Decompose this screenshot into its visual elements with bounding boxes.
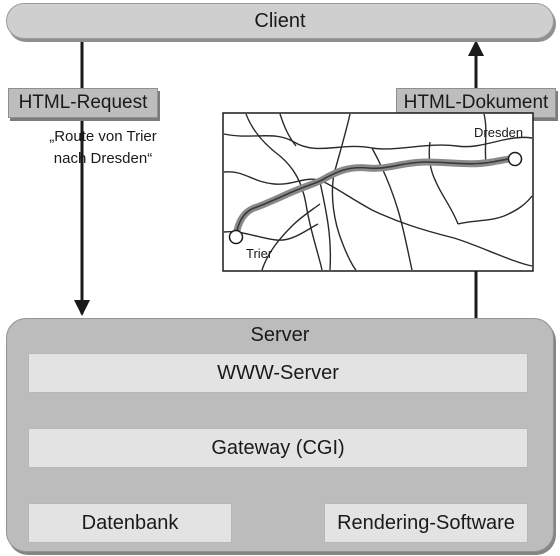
request-caption-line1: „Route von Trier [49,128,157,145]
client-label: Client [254,9,306,32]
trier-marker [228,229,244,245]
server-label: Server [250,324,310,346]
map-roads [223,113,533,271]
gateway-box: Gateway (CGI) [28,428,528,468]
response-arrowhead [468,40,484,56]
www-server-label: WWW-Server [217,361,339,384]
html-document-text: HTML-Dokument [403,92,549,113]
client-box: Client [6,3,554,39]
rendering-software-label: Rendering-Software [337,511,515,534]
database-label: Datenbank [81,511,179,534]
route-map: Trier Dresden [222,112,534,272]
request-caption: „Route von Trier nach Dresden“ [28,126,178,170]
request-caption-line2: nach Dresden“ [53,150,153,167]
www-server-box: WWW-Server [28,353,528,393]
database-box: Datenbank [28,503,232,543]
html-request-text: HTML-Request [18,92,148,113]
dresden-label: Dresden [474,125,523,140]
request-arrowhead [74,300,90,316]
dresden-marker [507,151,523,167]
gateway-label: Gateway (CGI) [211,436,345,459]
map-frame [222,112,534,272]
html-request-label: HTML-Request [8,88,158,118]
rendering-software-box: Rendering-Software [324,503,528,543]
trier-label: Trier [246,246,273,261]
